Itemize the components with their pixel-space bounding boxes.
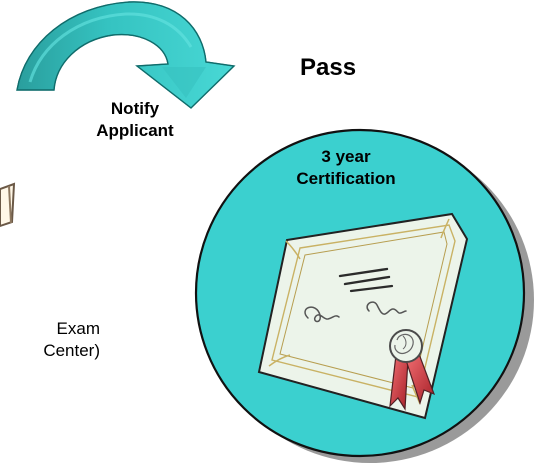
curved-arrow-icon bbox=[16, 1, 236, 109]
certification-label-line-2: Certification bbox=[296, 169, 396, 188]
partial-document-icon bbox=[0, 182, 16, 228]
certification-label-line-1: 3 year bbox=[321, 147, 371, 166]
exam-label-line-2: Center) bbox=[43, 341, 100, 360]
exam-label-line-1: Exam bbox=[56, 319, 100, 338]
notify-label-line-2: Applicant bbox=[96, 121, 174, 140]
pass-label: Pass bbox=[300, 54, 357, 81]
certification-label: 3 year Certification bbox=[268, 146, 424, 190]
exam-label: Exam Center) bbox=[0, 318, 100, 362]
notify-label-line-1: Notify bbox=[110, 99, 160, 118]
ribbon-seal-icon bbox=[389, 329, 436, 411]
notify-applicant-label: Notify Applicant bbox=[72, 98, 198, 142]
